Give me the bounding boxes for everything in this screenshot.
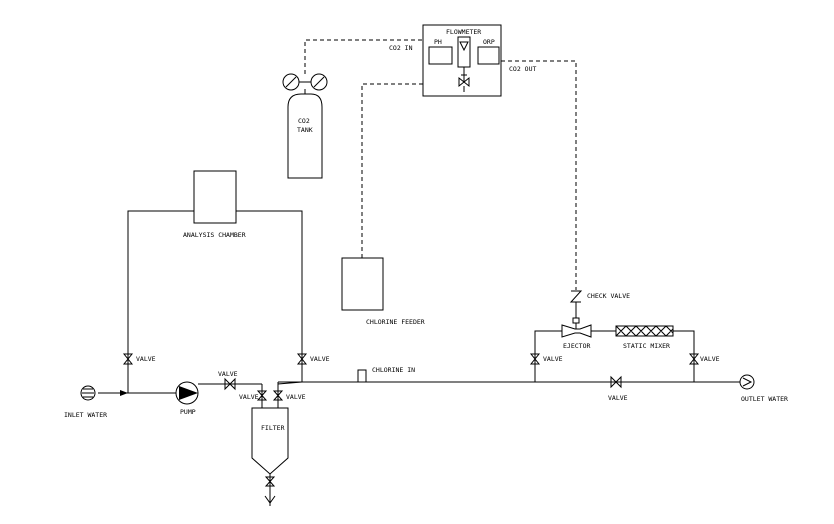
chlorine-signal-line: [361, 83, 423, 258]
ph-meter: [428, 46, 453, 65]
bypass-pipe-in: [534, 330, 562, 382]
chlorine-feeder-label: CHLORINE FEEDER: [366, 318, 425, 326]
orp-label: ORP: [483, 38, 495, 46]
valve-label: VALVE: [700, 355, 720, 363]
ph-label: PH: [434, 38, 442, 46]
outlet-water-label: OUTLET WATER: [741, 395, 788, 403]
chlorine-injection-point: [357, 369, 367, 383]
pump-icon[interactable]: [175, 381, 199, 405]
valve-label: VALVE: [136, 355, 156, 363]
outlet-water-icon: [739, 374, 755, 390]
valve-label: VALVE: [608, 394, 628, 402]
sample-line-out: [236, 210, 303, 382]
flowmeter-label: FLOWMETER: [446, 28, 481, 36]
pump-label: PUMP: [180, 408, 196, 416]
co2-in-line: [304, 39, 423, 74]
valve-label: VALVE: [218, 370, 238, 378]
valve-label: VALVE: [310, 355, 330, 363]
inlet-water-label: INLET WATER: [64, 411, 107, 419]
inlet-water-icon: [80, 385, 96, 401]
ejector-label: EJECTOR: [563, 342, 590, 350]
check-valve-icon[interactable]: [569, 290, 583, 303]
drain-valve-icon[interactable]: [264, 476, 276, 487]
co2-tank-label-2: TANK: [297, 126, 313, 134]
sample-line-in: [127, 210, 194, 382]
valve-label: VALVE: [543, 355, 563, 363]
orp-meter: [477, 46, 500, 65]
chlorine-in-label: CHLORINE IN: [372, 366, 415, 374]
co2-tank: CO2 TANK: [282, 73, 328, 179]
drain-icon: [264, 495, 276, 504]
valve-icon[interactable]: [272, 390, 284, 401]
valve-icon[interactable]: [610, 375, 622, 389]
co2-in-label: CO2 IN: [389, 44, 413, 52]
check-valve-label: CHECK VALVE: [587, 292, 630, 300]
bypass-pipe-out: [673, 330, 695, 382]
valve-icon[interactable]: [256, 390, 268, 401]
valve-icon[interactable]: [122, 353, 134, 365]
valve-label: VALVE: [286, 393, 306, 401]
filter-vessel: FILTER: [251, 407, 289, 506]
valve-icon[interactable]: [529, 353, 541, 365]
analysis-chamber: [193, 170, 237, 224]
co2-tank-label-1: CO2: [298, 117, 310, 125]
flowmeter-panel: FLOWMETER PH ORP: [422, 24, 502, 97]
co2-out-line: [501, 60, 577, 290]
valve-icon[interactable]: [224, 377, 236, 391]
valve-icon[interactable]: [688, 353, 700, 365]
co2-out-label: CO2 OUT: [509, 65, 536, 73]
valve-label: VALVE: [239, 393, 259, 401]
static-mixer-label: STATIC MIXER: [623, 342, 670, 350]
filter-label: FILTER: [261, 424, 285, 432]
flow-arrow-icon: [120, 390, 128, 396]
rotameter-float-icon: [459, 41, 469, 52]
valve-icon[interactable]: [296, 353, 308, 365]
chlorine-feeder: [341, 257, 384, 311]
static-mixer-icon: [615, 325, 674, 337]
analysis-chamber-label: ANALYSIS CHAMBER: [183, 231, 246, 239]
ejector-icon: [561, 317, 592, 338]
needle-valve-icon: [458, 76, 470, 88]
